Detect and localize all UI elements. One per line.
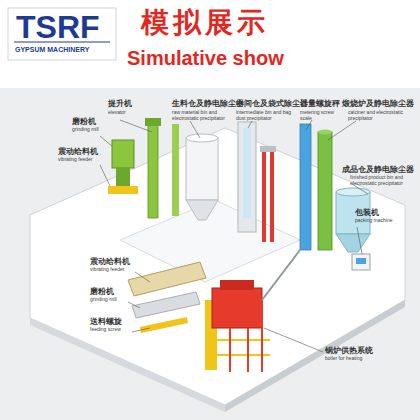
callout-label: 成品仓及静电除尘器	[342, 166, 414, 174]
callout-english: finished product bin and electrostatic p…	[350, 175, 414, 186]
callout-english: packing machine	[355, 218, 393, 224]
title: 模拟展示	[141, 8, 269, 39]
subtitle: Simulative show	[127, 47, 284, 69]
callout-english: raw material bin and electrostatic preci…	[172, 110, 234, 121]
callout-english: grinding mill	[72, 127, 99, 133]
callout-label: 计量螺旋秤	[300, 100, 340, 108]
callout-label: 磨粉机	[72, 118, 96, 126]
callout-english: intermediate bin and bag dust precipitat…	[236, 110, 296, 121]
callout-label: 提升机	[108, 100, 132, 108]
callout-label: 磨粉机	[90, 288, 114, 296]
callout-english: vibrating feeder	[58, 157, 92, 163]
callout-english: calciner and electrostatic precipitator	[348, 110, 412, 121]
callout-english: feeding screw	[90, 327, 121, 333]
callout-english: grinding mill	[90, 297, 117, 303]
callout-english: metering screw scale	[300, 110, 344, 121]
callout-label: 包装机	[355, 209, 379, 217]
callout-label: 中间仓及袋式除尘器	[236, 100, 308, 108]
logo-subtitle: GYPSUM MACHINERY	[15, 46, 89, 54]
callout-label: 锅炉供热系统	[325, 347, 373, 355]
callout-label: 送料螺旋	[90, 318, 122, 326]
callout-english: elevator	[108, 110, 126, 116]
callout-label: 震动给料机	[58, 148, 98, 156]
callout-english: boiler for heating	[325, 356, 362, 362]
callout-label: 震动给料机	[90, 258, 130, 266]
callout-english: vibrating feeder	[90, 267, 124, 273]
logo-text: TSRF	[16, 10, 100, 45]
callout-label: 生料仓及静电除尘器	[172, 100, 244, 108]
callout-label: 煅烧炉及静电除尘器	[342, 100, 414, 108]
